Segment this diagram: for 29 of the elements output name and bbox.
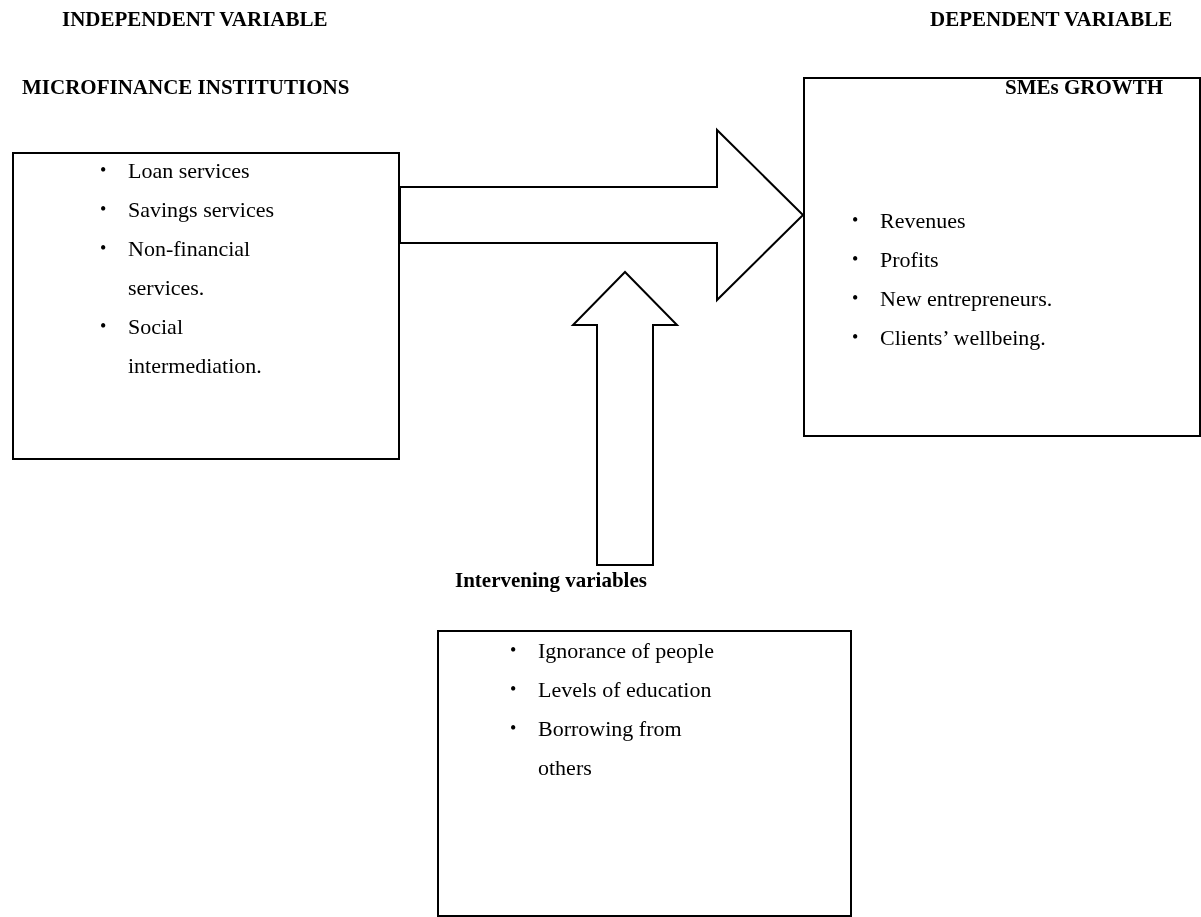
bullet: • xyxy=(510,717,518,740)
list-item: Clients’ wellbeing. xyxy=(880,324,1047,352)
list-item: Borrowing from others xyxy=(538,715,683,782)
bullet: • xyxy=(100,198,108,221)
heading: Intervening variables xyxy=(455,567,647,593)
list-item: Ignorance of people xyxy=(538,637,715,665)
block-arrow xyxy=(570,270,680,566)
list-item: Non-financial services. xyxy=(128,235,252,302)
list-item: Levels of education xyxy=(538,676,713,704)
bullet: • xyxy=(510,639,518,662)
bullet: • xyxy=(852,326,860,349)
heading: INDEPENDENT VARIABLE xyxy=(62,6,328,32)
list-item: Revenues xyxy=(880,207,967,235)
heading: DEPENDENT VARIABLE xyxy=(930,6,1173,32)
list-item: Loan services xyxy=(128,157,251,185)
bullet: • xyxy=(100,237,108,260)
bullet: • xyxy=(100,159,108,182)
list-item: Social intermediation. xyxy=(128,313,263,380)
heading: SMEs GROWTH xyxy=(1005,74,1164,100)
heading: MICROFINANCE INSTITUTIONS xyxy=(22,74,350,100)
bullet: • xyxy=(100,315,108,338)
block-arrow xyxy=(399,127,805,303)
list-item: New entrepreneurs. xyxy=(880,285,1054,313)
list-item: Profits xyxy=(880,246,940,274)
bullet: • xyxy=(852,209,860,232)
list-item: Savings services xyxy=(128,196,276,224)
bullet: • xyxy=(852,287,860,310)
bullet: • xyxy=(852,248,860,271)
bullet: • xyxy=(510,678,518,701)
